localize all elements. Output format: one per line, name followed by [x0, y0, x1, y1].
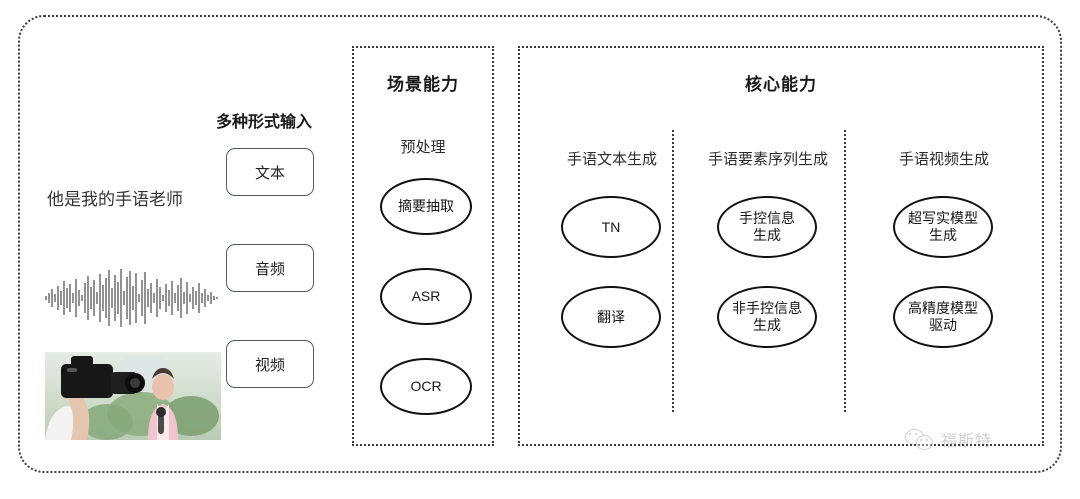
node-label-line2: 生成 [753, 227, 781, 243]
node-label: 翻译 [597, 308, 625, 325]
node-label: OCR [410, 378, 442, 395]
core-node-high-precision-model-drive[interactable]: 高精度模型 驱动 [893, 286, 993, 348]
core-capability-panel: 核心能力 手语文本生成 TN 翻译 手语要素序列生成 手控信息 生成 [518, 46, 1044, 446]
watermark: 福斯特 [905, 427, 992, 451]
core-node-non-manual-info-generation[interactable]: 非手控信息 生成 [717, 286, 817, 348]
core-column-sign-video-generation: 手语视频生成 超写实模型 生成 高精度模型 驱动 [860, 148, 1028, 428]
core-column-divider-2 [844, 130, 846, 412]
node-label-line1: 超写实模型 [908, 210, 978, 227]
node-label: ASR [411, 288, 441, 305]
video-thumbnail-icon [45, 352, 221, 440]
node-label-line2: 生成 [929, 227, 957, 243]
waveform-svg [45, 269, 218, 327]
scene-node-ocr[interactable]: OCR [380, 358, 472, 415]
node-label-block: 高精度模型 驱动 [908, 300, 978, 333]
modality-button-video[interactable]: 视频 [226, 340, 314, 388]
core-column-label: 手语文本生成 [566, 151, 657, 168]
node-label: TN [601, 218, 621, 235]
core-column-label: 手语要素序列生成 [707, 151, 828, 168]
input-heading: 多种形式输入 [216, 114, 313, 131]
scene-capability-panel: 场景能力 预处理 摘要抽取 ASR OCR [352, 46, 494, 446]
scene-node-asr[interactable]: ASR [380, 268, 472, 325]
node-label-line1: 高精度模型 [908, 300, 978, 317]
sample-sentence-text: 他是我的手语老师 [47, 190, 183, 209]
wechat-bubble-small [916, 435, 933, 450]
video-thumbnail-svg [45, 352, 221, 440]
node-label-line1: 非手控信息 [732, 300, 802, 317]
node-label: 摘要抽取 [398, 198, 454, 215]
modality-label: 音频 [254, 260, 285, 278]
outer-frame [18, 15, 1062, 473]
core-panel-title: 核心能力 [745, 75, 817, 94]
audio-waveform-icon [44, 267, 220, 329]
modality-button-text[interactable]: 文本 [226, 148, 314, 196]
core-column-sign-element-sequence-generation: 手语要素序列生成 手控信息 生成 非手控信息 生成 [684, 148, 852, 428]
wechat-icon [905, 428, 935, 450]
modality-button-audio[interactable]: 音频 [226, 244, 314, 292]
scene-node-summary-extraction[interactable]: 摘要抽取 [380, 178, 472, 235]
node-label-block: 手控信息 生成 [739, 210, 795, 243]
scene-panel-title: 场景能力 [387, 75, 459, 94]
core-column-sign-text-generation: 手语文本生成 TN 翻译 [528, 148, 696, 428]
node-label-line1: 手控信息 [739, 210, 795, 227]
core-node-manual-info-generation[interactable]: 手控信息 生成 [717, 196, 817, 258]
watermark-text: 福斯特 [941, 433, 993, 450]
input-region: 多种形式输入 他是我的手语老师 [30, 30, 330, 450]
modality-label: 文本 [254, 164, 285, 182]
core-column-divider-1 [672, 130, 674, 412]
core-node-translation[interactable]: 翻译 [561, 286, 661, 348]
node-label-block: 非手控信息 生成 [732, 300, 802, 333]
core-node-tn[interactable]: TN [561, 196, 661, 258]
scene-subtitle-preprocess: 预处理 [400, 139, 446, 156]
core-node-hyper-realistic-model-generation[interactable]: 超写实模型 生成 [893, 196, 993, 258]
node-label-line2: 生成 [753, 317, 781, 333]
modality-label: 视频 [254, 356, 285, 374]
node-label-line2: 驱动 [929, 317, 957, 333]
core-column-label: 手语视频生成 [898, 151, 989, 168]
node-label-block: 超写实模型 生成 [908, 210, 978, 243]
